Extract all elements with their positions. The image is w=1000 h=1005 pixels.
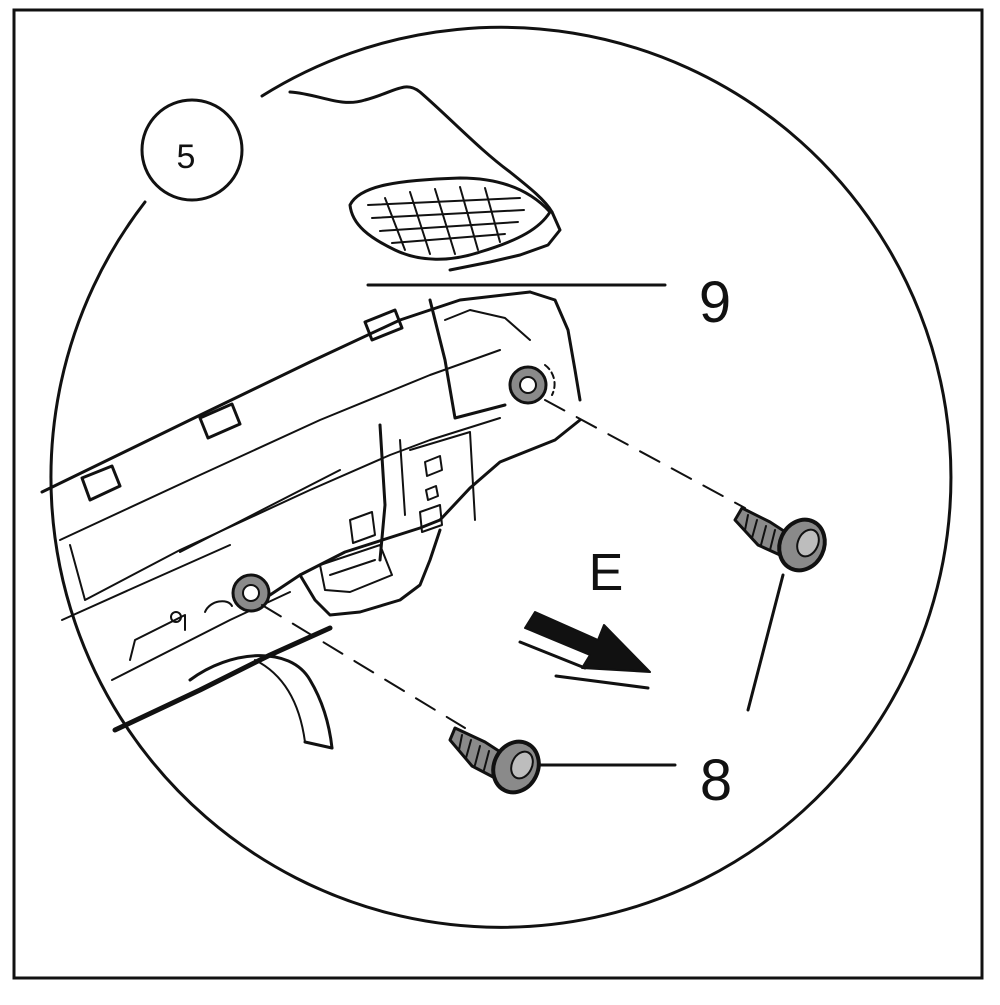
lower-mount-hole xyxy=(231,573,271,613)
panel-small-slot-3 xyxy=(349,511,376,544)
panel-lower-face xyxy=(69,417,501,601)
detail-circle xyxy=(49,25,953,929)
panel-small-slot-2 xyxy=(425,485,439,501)
panel-lower-edge xyxy=(268,418,582,597)
lower-clip-line xyxy=(329,559,376,576)
lower-clip-housing xyxy=(298,528,442,617)
lower-clip xyxy=(319,544,393,593)
panel-inner-box xyxy=(409,431,476,521)
step-badge: 5 xyxy=(140,98,244,202)
step-badge-number: 5 xyxy=(177,138,196,176)
air-vent-housing xyxy=(348,176,552,261)
panel-upper-line xyxy=(40,290,532,494)
callout-label-9: 9 xyxy=(699,270,731,335)
panel-bottom-hole xyxy=(170,611,182,623)
panel-right-edge xyxy=(528,290,582,402)
step-badge-circle xyxy=(140,98,244,202)
column-shroud-outer xyxy=(188,654,334,750)
arrow-shadow-line-1 xyxy=(518,640,587,670)
upper-bracket xyxy=(428,298,507,420)
panel-bottom-edge xyxy=(112,625,333,733)
leader-line-8-upper xyxy=(746,573,785,712)
panel-bottom-tab xyxy=(129,614,186,661)
panel-bottom-line xyxy=(111,591,291,681)
panel-top-edge xyxy=(288,85,554,214)
lower-screw-axis xyxy=(261,604,466,729)
upper-screw-axis xyxy=(544,399,746,509)
panel-left-line xyxy=(61,544,231,621)
upper-bracket-rim xyxy=(444,309,531,341)
column-shroud-end xyxy=(303,740,334,750)
air-vent-grille xyxy=(367,186,525,255)
panel-tab-3 xyxy=(80,464,122,502)
panel-bottom-notch xyxy=(204,600,233,613)
screw-upper xyxy=(733,506,827,573)
panel-vertical-seam-2 xyxy=(399,439,406,516)
direction-arrow xyxy=(518,611,651,690)
panel-tab-2 xyxy=(198,402,242,440)
callout-label-8: 8 xyxy=(700,748,732,813)
column-shroud-inner xyxy=(254,659,306,743)
panel-tab-1 xyxy=(363,308,404,342)
arrow-shadow-line-2 xyxy=(554,674,650,690)
panel-small-slot-4 xyxy=(419,504,443,533)
direction-label: E xyxy=(589,544,624,602)
panel-mid-line xyxy=(59,349,501,541)
vent-lower-edge xyxy=(448,210,562,272)
panel-small-slot-1 xyxy=(424,455,443,477)
panel-face-line xyxy=(179,469,341,553)
upper-mount-hole xyxy=(508,364,556,405)
dashboard-panel xyxy=(40,85,582,750)
screw-lower xyxy=(448,726,541,795)
arrow-body xyxy=(524,611,651,673)
